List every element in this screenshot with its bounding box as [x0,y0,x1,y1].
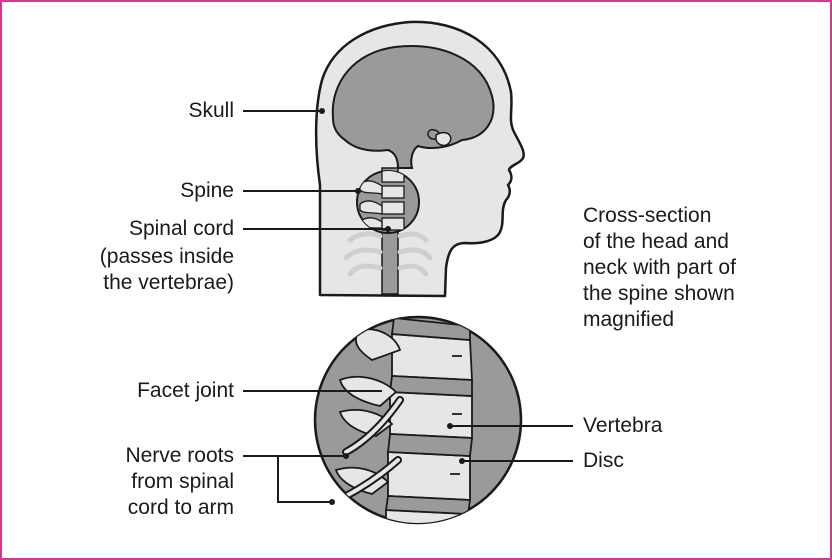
nerve-roots-leader [243,456,332,502]
caption-line-5: magnified [583,307,823,333]
label-facet-joint: Facet joint [137,378,234,404]
head-profile [316,22,524,296]
label-vertebra: Vertebra [583,413,662,439]
label-spine: Spine [180,178,234,204]
diagram-caption: Cross-section of the head and neck with … [583,203,823,333]
caption-line-3: neck with part of [583,255,823,281]
caption-line-4: the spine shown [583,281,823,307]
label-disc: Disc [583,448,624,474]
label-nerve-roots-1: Nerve roots [125,443,234,469]
caption-line-1: Cross-section [583,203,823,229]
label-spinal-cord: Spinal cord [129,216,234,242]
spine-inset-circle [357,170,419,233]
label-skull: Skull [188,98,234,124]
label-spinal-cord-note-2: the vertebrae) [103,270,234,296]
label-spinal-cord-note-1: (passes inside [100,244,234,270]
label-nerve-roots-2: from spinal [131,469,234,495]
spine-magnified-circle [315,317,521,530]
label-nerve-roots-3: cord to arm [128,495,234,521]
caption-line-2: of the head and [583,229,823,255]
